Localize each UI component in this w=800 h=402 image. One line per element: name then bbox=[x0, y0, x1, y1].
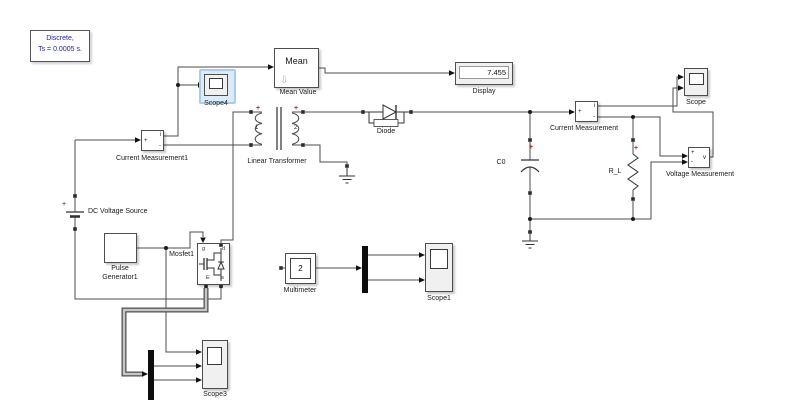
transformer-icon[interactable] bbox=[253, 107, 303, 150]
mosfet-symbol-icon bbox=[199, 248, 225, 281]
sample-time-annotation[interactable]: Discrete, Ts = 0.0005 s. bbox=[30, 30, 90, 62]
dc-voltage-source-label: DC Voltage Source bbox=[88, 208, 148, 215]
voltage-measurement-label: Voltage Measurement bbox=[665, 171, 735, 178]
transformer-winding1-number: 1 bbox=[255, 125, 259, 131]
resistor-label: R_L bbox=[608, 168, 622, 175]
display-label: Display bbox=[472, 88, 496, 95]
wire-vm-v-to-scope[interactable] bbox=[672, 87, 714, 158]
pulse-generator-label-line2: Generator1 bbox=[102, 274, 138, 281]
mosfet-emitter-letter: E bbox=[206, 274, 210, 281]
wire-cm1-i-to-mean[interactable] bbox=[164, 66, 268, 137]
display-block[interactable]: 7.455 bbox=[455, 62, 513, 85]
wire-cm-i-to-scope[interactable] bbox=[598, 76, 678, 107]
wire-vm-minus[interactable] bbox=[633, 161, 682, 220]
pulse-generator-label-line1: Pulse bbox=[111, 265, 129, 272]
vm-minus: - bbox=[691, 159, 693, 165]
scope3-block[interactable] bbox=[202, 340, 228, 389]
display-field: 7.455 bbox=[459, 66, 509, 79]
scope1-label: Scope1 bbox=[427, 295, 451, 302]
cm-i: i bbox=[593, 103, 595, 109]
cm1-plus: + bbox=[144, 138, 148, 144]
scope4-label: Scope4 bbox=[204, 100, 228, 107]
multimeter-value: 2 bbox=[298, 264, 303, 273]
current-measurement-block[interactable]: + i - bbox=[575, 101, 598, 122]
annotation-line1: Discrete, bbox=[46, 35, 74, 42]
scope-screen bbox=[689, 73, 704, 85]
scope3-screen bbox=[207, 347, 222, 365]
bus-mosfet-to-demux-core bbox=[122, 288, 208, 376]
mosfet-source-letter: s bbox=[221, 274, 224, 281]
bus-mosfet-to-demux[interactable] bbox=[121, 288, 209, 377]
cm-plus: + bbox=[578, 109, 582, 115]
ground-output-icon[interactable] bbox=[522, 234, 538, 249]
mosfet-drain-letter: d bbox=[221, 246, 225, 252]
current-measurement1-label: Current Measurement1 bbox=[116, 155, 188, 162]
cm1-minus: - bbox=[159, 143, 161, 149]
transformer-plus-left: + bbox=[255, 105, 261, 112]
diode-label: Diode bbox=[376, 128, 396, 135]
diode-icon[interactable] bbox=[365, 104, 409, 127]
scope3-label: Scope3 bbox=[203, 391, 227, 398]
scope1-screen bbox=[430, 249, 448, 269]
resistor-icon[interactable] bbox=[627, 153, 639, 191]
mean-title: Mean bbox=[285, 56, 308, 66]
mosfet-label: Mosfet1 bbox=[169, 251, 194, 258]
demux-bar-scope1[interactable] bbox=[362, 246, 368, 293]
cm1-i: i bbox=[159, 132, 161, 138]
capacitor-label: C0 bbox=[496, 159, 506, 166]
multimeter-inner: 2 bbox=[290, 258, 311, 279]
multimeter-label: Multimeter bbox=[283, 287, 317, 294]
current-measurement-label: Current Measurement bbox=[549, 125, 619, 132]
mean-value-block[interactable]: Mean ⇩ bbox=[274, 48, 319, 88]
multimeter-block[interactable]: 2 bbox=[285, 253, 316, 284]
wire-bar2-outs[interactable] bbox=[154, 365, 196, 381]
scope1-block[interactable] bbox=[425, 243, 453, 292]
linear-transformer-label: Linear Transformer bbox=[247, 158, 307, 165]
voltage-measurement-block[interactable]: + - v bbox=[688, 147, 710, 168]
mosfet-block[interactable]: g d E s bbox=[197, 243, 230, 285]
mosfet-gate-letter: g bbox=[202, 246, 206, 252]
vm-plus: + bbox=[691, 150, 695, 156]
demux-bar-scope3[interactable] bbox=[148, 350, 154, 400]
ground-transformer-icon[interactable] bbox=[339, 168, 355, 184]
wire-cm-minus[interactable] bbox=[598, 116, 682, 157]
wire-xfmr-ground[interactable] bbox=[305, 144, 348, 164]
resistor-plus: + bbox=[633, 145, 639, 152]
mean-down-arrow-icon: ⇩ bbox=[280, 75, 289, 86]
scope4-screen bbox=[209, 78, 223, 89]
wire-bar1-outs[interactable] bbox=[368, 254, 419, 281]
transformer-plus-right: + bbox=[293, 105, 299, 112]
port-squares bbox=[73, 110, 635, 289]
junction-dots bbox=[164, 83, 635, 250]
wire-w1-to-mosfet[interactable] bbox=[220, 111, 249, 243]
display-value: 7.455 bbox=[487, 68, 506, 77]
scope-block[interactable] bbox=[684, 68, 708, 96]
wire-pulse-to-gate[interactable] bbox=[137, 231, 204, 249]
current-measurement1-block[interactable]: + i - bbox=[141, 130, 164, 151]
wire-pulse-to-scope3[interactable] bbox=[165, 248, 196, 353]
transformer-winding2-number: 2 bbox=[294, 125, 298, 131]
scope4-block[interactable] bbox=[204, 74, 228, 96]
annotation-line2: Ts = 0.0005 s. bbox=[38, 45, 82, 53]
dc-source-plus: + bbox=[62, 201, 67, 208]
dc-source-icon[interactable] bbox=[66, 211, 84, 218]
scope-label: Scope bbox=[686, 99, 706, 106]
wire-mean-to-display[interactable] bbox=[319, 67, 449, 74]
capacitor-icon[interactable] bbox=[520, 159, 540, 173]
capacitor-plus: + bbox=[528, 144, 534, 151]
cm-minus: - bbox=[593, 114, 595, 120]
wire-bottom-rail[interactable] bbox=[74, 229, 222, 300]
pulse-generator-block[interactable] bbox=[104, 233, 137, 263]
vm-v: v bbox=[703, 155, 706, 161]
mean-value-label: Mean Value bbox=[279, 89, 317, 96]
